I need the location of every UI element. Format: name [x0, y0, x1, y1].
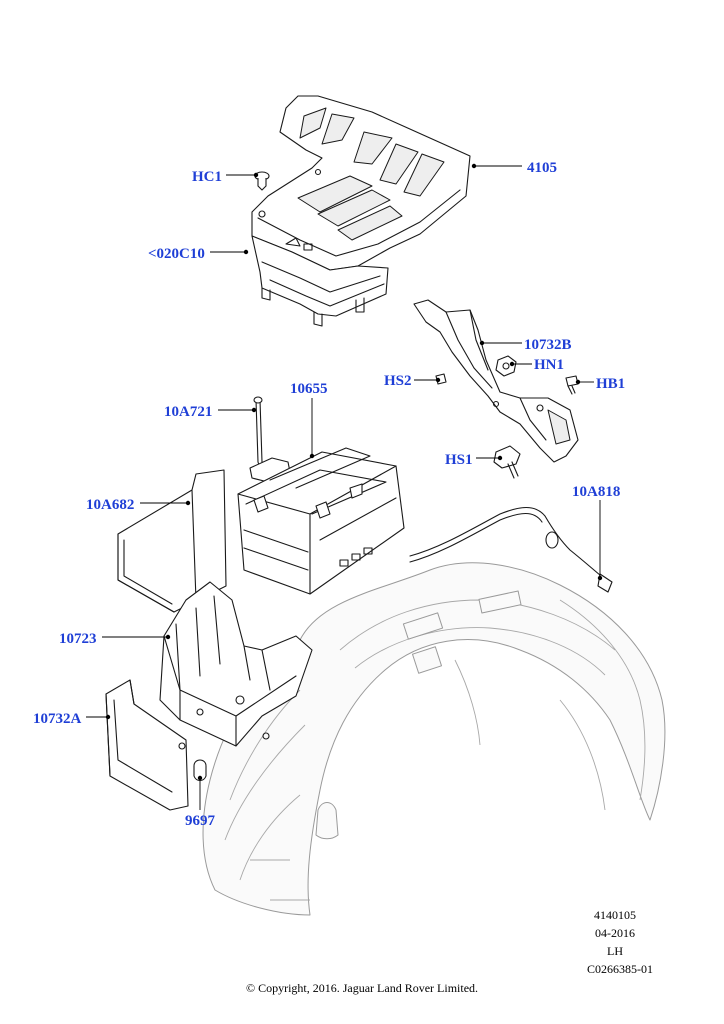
grommet-9697	[193, 759, 207, 782]
battery-cover	[251, 95, 471, 271]
callout-hn1: HN1	[534, 357, 564, 373]
leader-lines	[86, 163, 603, 810]
battery-tray	[159, 581, 313, 747]
cable-10a818	[409, 506, 613, 593]
callout-10a682: 10A682	[86, 497, 134, 513]
bracket-10732b	[413, 299, 579, 463]
callout-10a721: 10A721	[164, 404, 212, 420]
callout-hs1: HS1	[445, 452, 473, 468]
callout-hs2: HS2	[384, 373, 412, 389]
cover-support-frame	[251, 235, 389, 327]
hn1-nut	[495, 355, 517, 377]
callout-4105: 4105	[527, 160, 557, 176]
callout-labels: 4105 HC1 <020C10 10732B HN1 HS2 HB1 1065…	[33, 160, 625, 829]
copyright-footer: © Copyright, 2016. Jaguar Land Rover Lim…	[245, 981, 479, 995]
insulation-pad	[117, 469, 227, 613]
wheel-arch-liner	[202, 562, 666, 916]
callout-hb1: HB1	[596, 376, 625, 392]
hb1-bolt	[565, 375, 579, 395]
callout-10655: 10655	[290, 381, 328, 397]
reference-block: 4140105 04-2016 LH	[580, 906, 650, 960]
reference-number: 4140105	[594, 908, 636, 922]
callout-9697: 9697	[185, 813, 216, 829]
reference-date: 04-2016	[595, 926, 635, 940]
callout-10a818: 10A818	[572, 484, 620, 500]
callout-10732a: 10732A	[33, 711, 82, 727]
hs1-screw	[493, 445, 521, 479]
callout-10732b: 10732B	[524, 337, 572, 353]
tray-bracket-10732a	[105, 679, 189, 811]
callout-020c10: <020C10	[148, 246, 205, 262]
reference-code: C0266385-01	[587, 962, 653, 976]
reference-side: LH	[607, 944, 623, 958]
callout-10723: 10723	[59, 631, 97, 647]
callout-hc1: HC1	[192, 169, 222, 185]
battery	[237, 447, 405, 595]
hc1-clip	[254, 171, 270, 191]
